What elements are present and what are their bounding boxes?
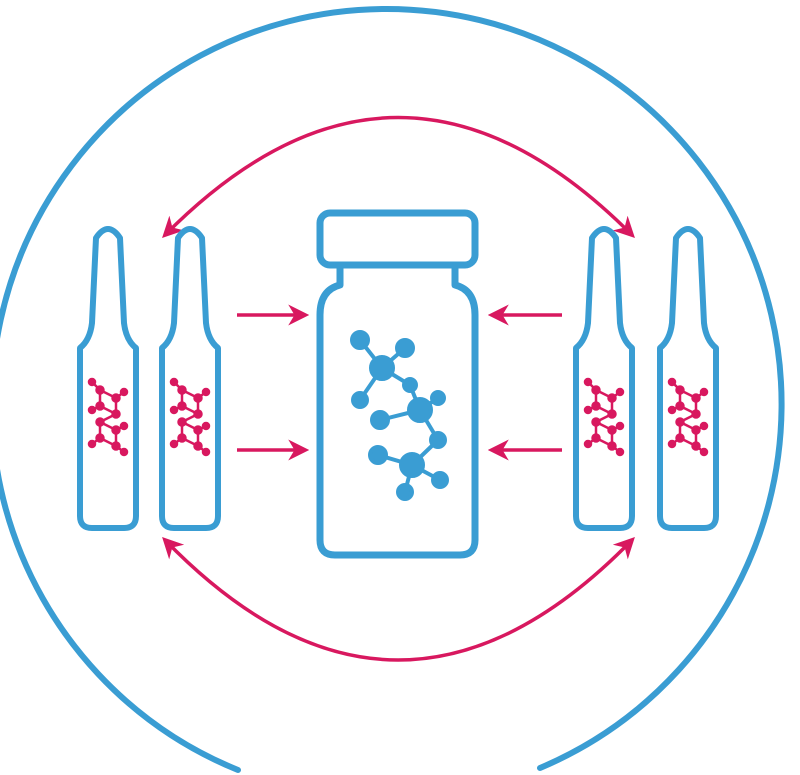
curved-arrow-top — [162, 115, 635, 238]
vial-icon — [316, 209, 479, 559]
ampoule-icon — [576, 229, 632, 528]
ampoule-icon — [80, 229, 136, 528]
outer-ring-arc — [0, 6, 785, 773]
curved-arrow-bottom — [162, 536, 635, 662]
ampoule-icon — [162, 229, 218, 528]
molecule-icon — [350, 330, 449, 501]
ampoule-icon — [660, 229, 716, 528]
